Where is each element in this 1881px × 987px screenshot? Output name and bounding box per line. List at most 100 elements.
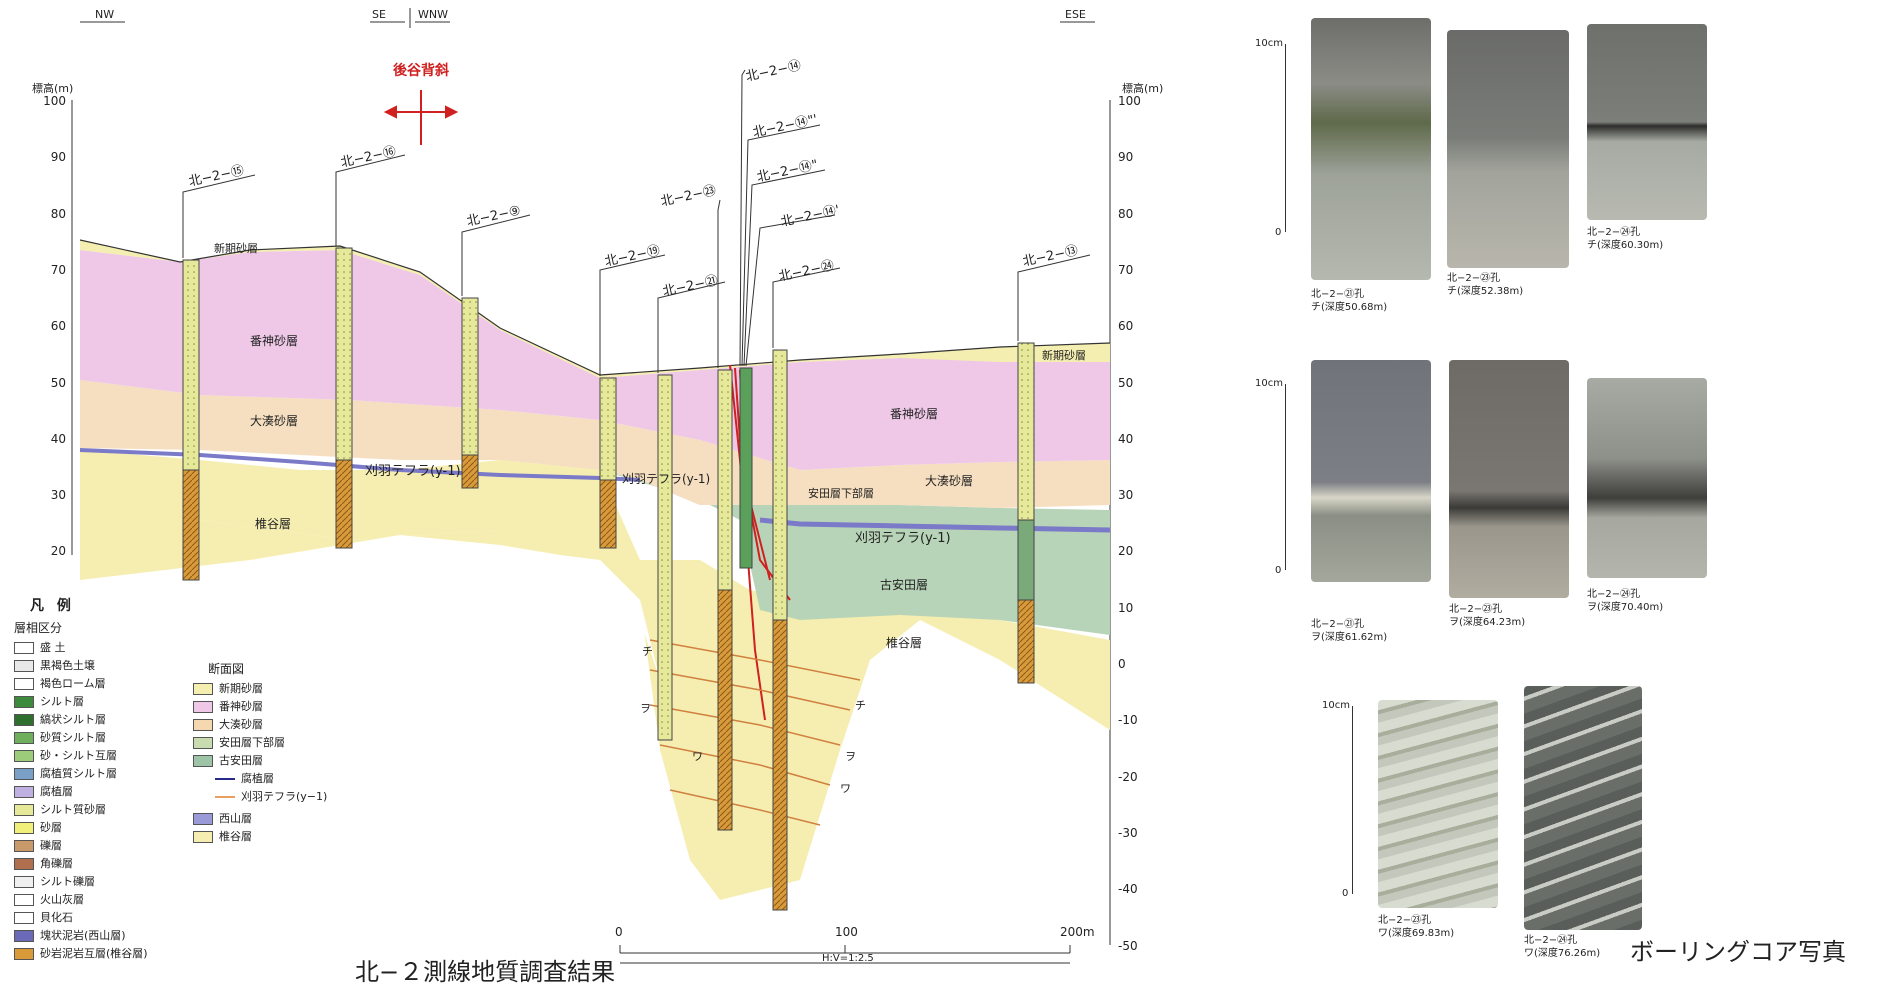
elevation-tick: -10 [1118, 713, 1138, 728]
legend: 凡 例 層相区分 盛 土黒褐色土壌褐色ローム層シルト層縞状シルト層砂質シルト層砂… [14, 597, 148, 963]
legend-swatch [193, 831, 213, 843]
elevation-tick: 0 [1118, 657, 1126, 671]
scale-top-row3: 10cm [1322, 700, 1350, 711]
core-photo-6 [1587, 378, 1707, 578]
legend-item: 礫層 [14, 837, 148, 855]
core-caption-2: 北−2−㉓孔チ(深度52.38m) [1447, 273, 1524, 297]
elevation-tick: 70 [1118, 262, 1134, 277]
ground-surface-line [79, 239, 1111, 376]
legend-label: 古安田層 [219, 754, 263, 767]
legend-label: 黒褐色土壌 [40, 659, 95, 672]
legend-label: 砂質シルト層 [40, 731, 106, 744]
legend-swatch [14, 642, 34, 654]
elevation-tick: 20 [50, 544, 66, 559]
label-shiiya-left: 椎谷層 [255, 517, 292, 531]
scale-bottom-row1: 0 [1275, 227, 1282, 238]
label-koyasuda: 古安田層 [880, 578, 929, 592]
legend-label: 新期砂層 [219, 682, 263, 695]
legend-item: シルト質砂層 [14, 801, 148, 819]
distance-0: 0 [615, 925, 623, 939]
legend-item: 火山灰層 [14, 891, 148, 909]
legend-label: シルト質砂層 [40, 803, 106, 816]
legend-swatch [14, 876, 34, 888]
elevation-tick: 50 [50, 375, 66, 390]
legend-facies-title: 層相区分 [14, 621, 63, 635]
legend-swatch [193, 701, 213, 713]
legend-item: 新期砂層 [193, 680, 327, 698]
rock-list: 西山層椎谷層 [193, 810, 327, 846]
scale-bottom-row2: 0 [1275, 565, 1282, 576]
facies-list: 盛 土黒褐色土壌褐色ローム層シルト層縞状シルト層砂質シルト層砂・シルト互層腐植質… [14, 639, 148, 963]
label-karuba-left: 刈羽テフラ(y-1) [365, 464, 461, 479]
legend-label: 礫層 [40, 839, 62, 852]
legend-swatch [215, 773, 235, 785]
legend-swatch [14, 714, 34, 726]
legend-label: 砂岩泥岩互層(椎谷層) [40, 947, 148, 960]
legend-item: 褐色ローム層 [14, 675, 148, 693]
legend-item: 腐植層 [14, 783, 148, 801]
direction-markers [80, 8, 1095, 28]
elevation-tick: 90 [1118, 150, 1134, 165]
legend-label: 縞状シルト層 [40, 713, 106, 726]
legend-item: シルト層 [14, 693, 148, 711]
label-shiiya-right: 椎谷層 [886, 636, 923, 650]
section-title: 北−２測線地質調査結果 [355, 958, 616, 986]
anticline-symbol [383, 90, 459, 145]
core-photo-8 [1524, 686, 1642, 930]
legend-swatch [14, 912, 34, 924]
elevation-tick: 100 [1118, 94, 1141, 108]
correlation-lines [649, 639, 861, 826]
elevation-tick: 80 [50, 206, 66, 221]
legend-label: 砂層 [40, 821, 62, 834]
legend-swatch [14, 678, 34, 690]
legend-item: 貝化石 [14, 909, 148, 927]
legend-swatch [193, 737, 213, 749]
label-yasuda-lower: 安田層下部層 [808, 487, 874, 500]
core-caption-4: 北−2−㉑孔ヲ(深度61.62m) [1311, 619, 1388, 643]
legend-item: 砂質シルト層 [14, 729, 148, 747]
marker-chi-right: チ [855, 699, 866, 712]
legend-label: 大湊砂層 [219, 718, 263, 731]
core-caption-6: 北−2−㉔孔ヲ(深度70.40m) [1587, 589, 1664, 613]
legend-label: 角礫層 [40, 857, 73, 870]
elevation-tick: 20 [1118, 544, 1134, 559]
direction-wnw: WNW [418, 8, 448, 21]
legend-swatch [14, 660, 34, 672]
legend-item: 椎谷層 [193, 828, 327, 846]
label-karuba-right: 刈羽テフラ(y-1) [855, 531, 951, 546]
legend-item: 砂層 [14, 819, 148, 837]
label-karuba-mid: 刈羽テフラ(y-1) [622, 472, 711, 486]
elevation-tick: 80 [1118, 206, 1134, 221]
core-caption-5: 北−2−㉓孔ヲ(深度64.23m) [1449, 604, 1526, 628]
legend-label: 砂・シルト互層 [40, 749, 117, 762]
legend-item: 盛 土 [14, 639, 148, 657]
legend-item: 大湊砂層 [193, 716, 327, 734]
legend-swatch [14, 768, 34, 780]
legend-item: 古安田層 [193, 752, 327, 770]
legend-swatch [14, 858, 34, 870]
legend-title: 凡 例 [30, 598, 75, 614]
legend-swatch [14, 696, 34, 708]
marker-wo-right: ヲ [845, 750, 856, 763]
legend-label: 塊状泥岩(西山層) [40, 929, 126, 942]
photo-title: ボーリングコア写真 [1630, 938, 1846, 966]
borehole-21 [657, 374, 673, 741]
core-photo-5 [1449, 360, 1569, 598]
direction-ese: ESE [1065, 8, 1086, 21]
elevation-tick: 30 [1118, 488, 1134, 503]
elev-label-right: 標高(m) [1122, 82, 1164, 95]
legend-swatch [14, 822, 34, 834]
marker-wa-left: ワ [692, 750, 703, 763]
elevation-tick: -20 [1118, 769, 1138, 784]
borehole-14 [739, 367, 753, 569]
core-caption-8: 北−2−㉔孔ワ(深度76.26m) [1524, 935, 1601, 959]
core-photo-1 [1311, 18, 1431, 280]
label-ominato-right: 大湊砂層 [925, 474, 974, 488]
legend-swatch [193, 813, 213, 825]
legend-label: 腐植層 [40, 785, 73, 798]
scale-top-row1: 10cm [1255, 38, 1283, 49]
label-ominato-left: 大湊砂層 [250, 414, 299, 428]
elevation-tick: -40 [1118, 882, 1138, 897]
elevation-tick: 100 [43, 94, 66, 108]
legend-swatch [14, 948, 34, 960]
